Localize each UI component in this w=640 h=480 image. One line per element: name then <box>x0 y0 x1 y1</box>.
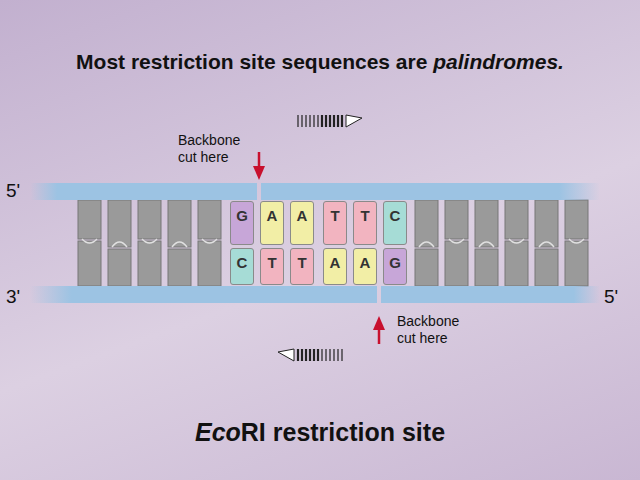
base-stub <box>449 239 464 243</box>
base-tile: T <box>290 248 314 285</box>
pointer-mark <box>301 349 303 361</box>
base-stub <box>168 200 191 247</box>
base-stub <box>78 241 101 286</box>
base-stub <box>168 249 191 286</box>
base-letter: T <box>324 207 346 224</box>
base-stub <box>202 239 217 243</box>
base-stub <box>142 239 157 243</box>
base-stub <box>535 249 558 286</box>
strand-end: 5' <box>6 180 36 203</box>
base-letter: T <box>354 207 376 224</box>
pointer-mark <box>297 349 299 361</box>
pointer-mark <box>309 115 310 127</box>
caption: EcoRI restriction site <box>0 418 640 447</box>
base-stub <box>539 242 554 247</box>
base-stub <box>445 200 468 239</box>
base-tile: G <box>383 248 407 285</box>
base-stub <box>108 200 131 247</box>
pointer-mark <box>278 349 342 361</box>
pointer-mark <box>317 349 319 361</box>
base-letter: A <box>261 207 283 224</box>
base-letter: A <box>324 254 346 271</box>
pointer-mark <box>341 349 342 361</box>
base-stub <box>505 200 528 239</box>
pointer-mark <box>297 115 298 127</box>
base-tile: T <box>323 201 347 245</box>
pointer-mark <box>337 115 339 127</box>
base-stub <box>565 241 588 286</box>
base-tile: G <box>230 201 254 245</box>
base-stub <box>108 249 131 286</box>
backbone <box>30 183 257 200</box>
base-letter: C <box>384 207 406 224</box>
pointer-mark <box>317 115 318 127</box>
base-stub <box>82 239 97 243</box>
pointer-mark <box>333 115 335 127</box>
base-stub <box>419 242 434 247</box>
base-stub <box>78 200 101 239</box>
pointer-mark <box>325 349 326 361</box>
backbone <box>261 183 600 200</box>
backbone <box>30 286 377 303</box>
base-stub <box>112 242 127 247</box>
cut-label: Backbone cut here <box>397 313 477 347</box>
base-stub <box>198 241 221 286</box>
pointer-mark <box>321 115 323 127</box>
pointer-mark <box>313 349 315 361</box>
base-stub <box>172 242 187 247</box>
pointer-mark <box>321 349 322 361</box>
pointer-mark <box>309 349 311 361</box>
pointer-hand <box>278 349 294 361</box>
base-stub <box>475 200 498 247</box>
base-stub <box>138 200 161 239</box>
base-stub <box>509 239 524 243</box>
base-tile: C <box>230 248 254 285</box>
base-stub <box>198 200 221 239</box>
base-tile: A <box>323 248 347 285</box>
strand-end: 5' <box>604 286 634 309</box>
pointer-mark <box>305 349 307 361</box>
base-tile: A <box>290 201 314 245</box>
base-stub <box>505 241 528 286</box>
pointer-mark <box>325 115 327 127</box>
cut-label: Backbone cut here <box>178 132 258 166</box>
cut-arrow <box>253 152 265 180</box>
base-stub <box>479 242 494 247</box>
strand-end: 3' <box>6 286 36 309</box>
base-stub <box>569 239 584 243</box>
base-stub <box>535 200 558 247</box>
base-tile: T <box>353 201 377 245</box>
base-letter: G <box>384 254 406 271</box>
pointer-mark <box>329 115 331 127</box>
base-letter: C <box>231 254 253 271</box>
pointer-mark <box>305 115 306 127</box>
pointer-mark <box>298 115 362 127</box>
base-letter: T <box>291 254 313 271</box>
pointer-mark <box>313 115 314 127</box>
pointer-mark <box>333 349 334 361</box>
backbone <box>381 286 600 303</box>
pointer-mark <box>329 349 330 361</box>
base-stubs <box>78 200 588 286</box>
pointer-mark <box>337 349 338 361</box>
base-stub <box>415 200 438 247</box>
pointer-hand <box>346 115 362 127</box>
title: Most restriction site sequences are pali… <box>0 50 640 74</box>
base-tile: C <box>383 201 407 245</box>
base-letter: G <box>231 207 253 224</box>
base-letter: T <box>261 254 283 271</box>
base-stub <box>138 241 161 286</box>
base-tile: T <box>260 248 284 285</box>
base-stub <box>415 249 438 286</box>
base-letter: A <box>291 207 313 224</box>
base-stub <box>475 249 498 286</box>
base-stub <box>445 241 468 286</box>
pointer-mark <box>341 115 343 127</box>
pointer-mark <box>301 115 302 127</box>
base-tile: A <box>260 201 284 245</box>
base-tile: A <box>353 248 377 285</box>
cut-arrow <box>373 316 385 344</box>
base-letter: A <box>354 254 376 271</box>
base-stub <box>565 200 588 239</box>
